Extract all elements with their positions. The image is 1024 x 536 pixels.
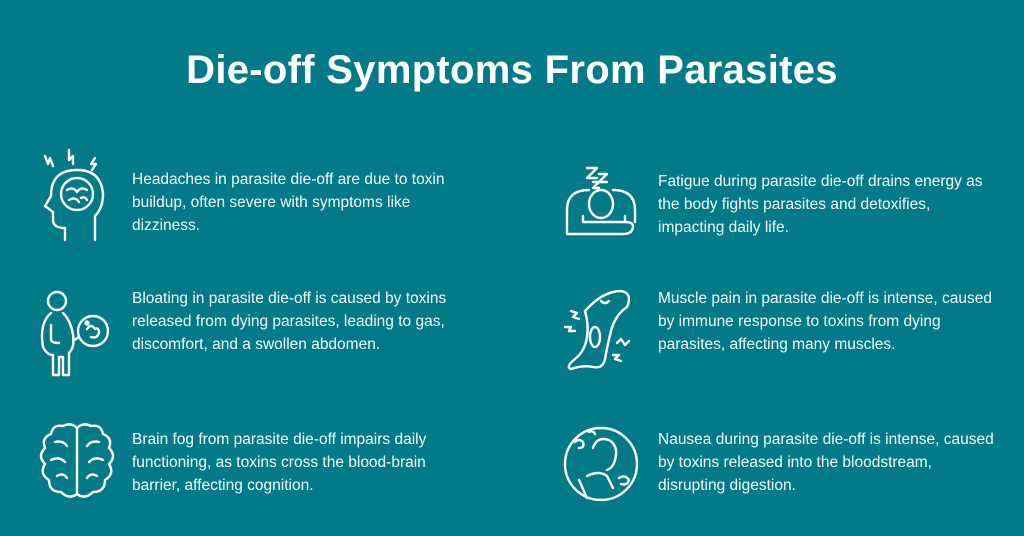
symptom-text: Brain fog from parasite die-off impairs … [132,431,427,494]
muscle-pain-leg-icon [563,287,643,387]
symptom-fatigue: Fatigue during parasite die-off drains e… [563,160,1023,270]
symptom-text: Fatigue during parasite die-off drains e… [658,173,983,236]
symptom-text: Bloating in parasite die-off is caused b… [132,290,447,353]
nausea-person-icon [563,420,643,520]
symptom-text: Nausea during parasite die-off is intens… [658,431,994,494]
bloating-person-icon [37,287,117,387]
symptom-nausea: Nausea during parasite die-off is intens… [563,420,1023,530]
fatigue-sleep-icon [563,160,643,260]
symptom-text: Headaches in parasite die-off are due to… [132,171,445,234]
symptom-text: Muscle pain in parasite die-off is inten… [658,290,993,353]
symptom-headache: Headaches in parasite die-off are due to… [37,148,497,258]
symptom-muscle-pain: Muscle pain in parasite die-off is inten… [563,287,1023,397]
symptom-bloating: Bloating in parasite die-off is caused b… [37,287,497,397]
symptom-brain-fog: Brain fog from parasite die-off impairs … [37,420,497,530]
page-title: Die-off Symptoms From Parasites [186,48,838,92]
head-headache-icon [37,148,117,248]
brain-icon [37,420,117,520]
